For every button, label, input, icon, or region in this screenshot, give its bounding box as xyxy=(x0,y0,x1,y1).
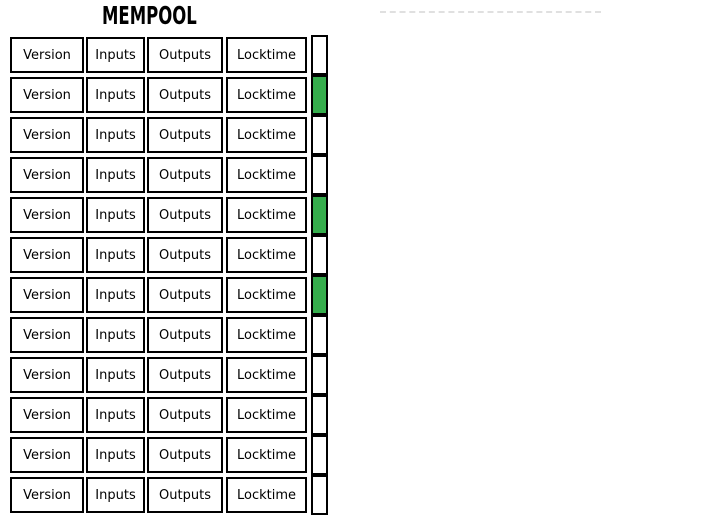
transaction-inputs-cell: Inputs xyxy=(86,117,145,153)
transaction-locktime-cell: Locktime xyxy=(226,477,307,513)
dashed-divider-line xyxy=(380,11,601,13)
transaction-locktime-cell: Locktime xyxy=(226,397,307,433)
transaction-outputs-cell: Outputs xyxy=(147,397,223,433)
transaction-status-indicator xyxy=(311,155,328,195)
transaction-version-cell: Version xyxy=(10,357,84,393)
transaction-row: Version Inputs Outputs Locktime xyxy=(10,115,330,155)
transaction-version-cell: Version xyxy=(10,237,84,273)
transaction-version-cell: Version xyxy=(10,397,84,433)
transaction-locktime-cell: Locktime xyxy=(226,437,307,473)
transaction-version-cell: Version xyxy=(10,277,84,313)
transaction-status-indicator xyxy=(311,115,328,155)
transaction-version-cell: Version xyxy=(10,317,84,353)
transaction-status-indicator xyxy=(311,395,328,435)
transaction-outputs-cell: Outputs xyxy=(147,77,223,113)
transaction-row: Version Inputs Outputs Locktime xyxy=(10,35,330,75)
transaction-inputs-cell: Inputs xyxy=(86,477,145,513)
transaction-inputs-cell: Inputs xyxy=(86,277,145,313)
transaction-status-indicator xyxy=(311,75,328,115)
transaction-locktime-cell: Locktime xyxy=(226,317,307,353)
transaction-row: Version Inputs Outputs Locktime xyxy=(10,75,330,115)
transaction-locktime-cell: Locktime xyxy=(226,117,307,153)
transaction-row: Version Inputs Outputs Locktime xyxy=(10,355,330,395)
transaction-row: Version Inputs Outputs Locktime xyxy=(10,475,330,515)
transaction-outputs-cell: Outputs xyxy=(147,277,223,313)
transaction-outputs-cell: Outputs xyxy=(147,37,223,73)
transaction-inputs-cell: Inputs xyxy=(86,437,145,473)
transaction-locktime-cell: Locktime xyxy=(226,197,307,233)
transaction-version-cell: Version xyxy=(10,157,84,193)
transaction-locktime-cell: Locktime xyxy=(226,37,307,73)
transaction-outputs-cell: Outputs xyxy=(147,237,223,273)
transaction-locktime-cell: Locktime xyxy=(226,237,307,273)
transaction-version-cell: Version xyxy=(10,117,84,153)
transaction-inputs-cell: Inputs xyxy=(86,197,145,233)
transaction-status-indicator xyxy=(311,355,328,395)
transaction-row: Version Inputs Outputs Locktime xyxy=(10,395,330,435)
transaction-locktime-cell: Locktime xyxy=(226,77,307,113)
transaction-row: Version Inputs Outputs Locktime xyxy=(10,275,330,315)
transaction-version-cell: Version xyxy=(10,437,84,473)
transaction-outputs-cell: Outputs xyxy=(147,477,223,513)
transaction-status-indicator xyxy=(311,435,328,475)
mempool-title: MEMPOOL xyxy=(102,1,197,30)
transaction-inputs-cell: Inputs xyxy=(86,397,145,433)
transaction-status-indicator xyxy=(311,235,328,275)
transaction-version-cell: Version xyxy=(10,77,84,113)
transaction-row: Version Inputs Outputs Locktime xyxy=(10,315,330,355)
transaction-row: Version Inputs Outputs Locktime xyxy=(10,235,330,275)
transaction-inputs-cell: Inputs xyxy=(86,37,145,73)
transaction-inputs-cell: Inputs xyxy=(86,317,145,353)
transaction-inputs-cell: Inputs xyxy=(86,157,145,193)
transaction-status-indicator xyxy=(311,35,328,75)
transaction-outputs-cell: Outputs xyxy=(147,357,223,393)
transaction-version-cell: Version xyxy=(10,197,84,233)
transaction-inputs-cell: Inputs xyxy=(86,77,145,113)
transaction-status-indicator xyxy=(311,195,328,235)
transaction-row: Version Inputs Outputs Locktime xyxy=(10,195,330,235)
transaction-outputs-cell: Outputs xyxy=(147,117,223,153)
transaction-status-indicator xyxy=(311,475,328,515)
transaction-status-indicator xyxy=(311,315,328,355)
transaction-outputs-cell: Outputs xyxy=(147,437,223,473)
transaction-locktime-cell: Locktime xyxy=(226,277,307,313)
transaction-row: Version Inputs Outputs Locktime xyxy=(10,435,330,475)
transaction-status-indicator xyxy=(311,275,328,315)
transaction-inputs-cell: Inputs xyxy=(86,357,145,393)
transaction-row: Version Inputs Outputs Locktime xyxy=(10,155,330,195)
transaction-list: Version Inputs Outputs Locktime Version … xyxy=(10,35,330,517)
transaction-outputs-cell: Outputs xyxy=(147,157,223,193)
transaction-inputs-cell: Inputs xyxy=(86,237,145,273)
transaction-locktime-cell: Locktime xyxy=(226,157,307,193)
transaction-locktime-cell: Locktime xyxy=(226,357,307,393)
transaction-version-cell: Version xyxy=(10,37,84,73)
transaction-version-cell: Version xyxy=(10,477,84,513)
transaction-outputs-cell: Outputs xyxy=(147,197,223,233)
transaction-outputs-cell: Outputs xyxy=(147,317,223,353)
